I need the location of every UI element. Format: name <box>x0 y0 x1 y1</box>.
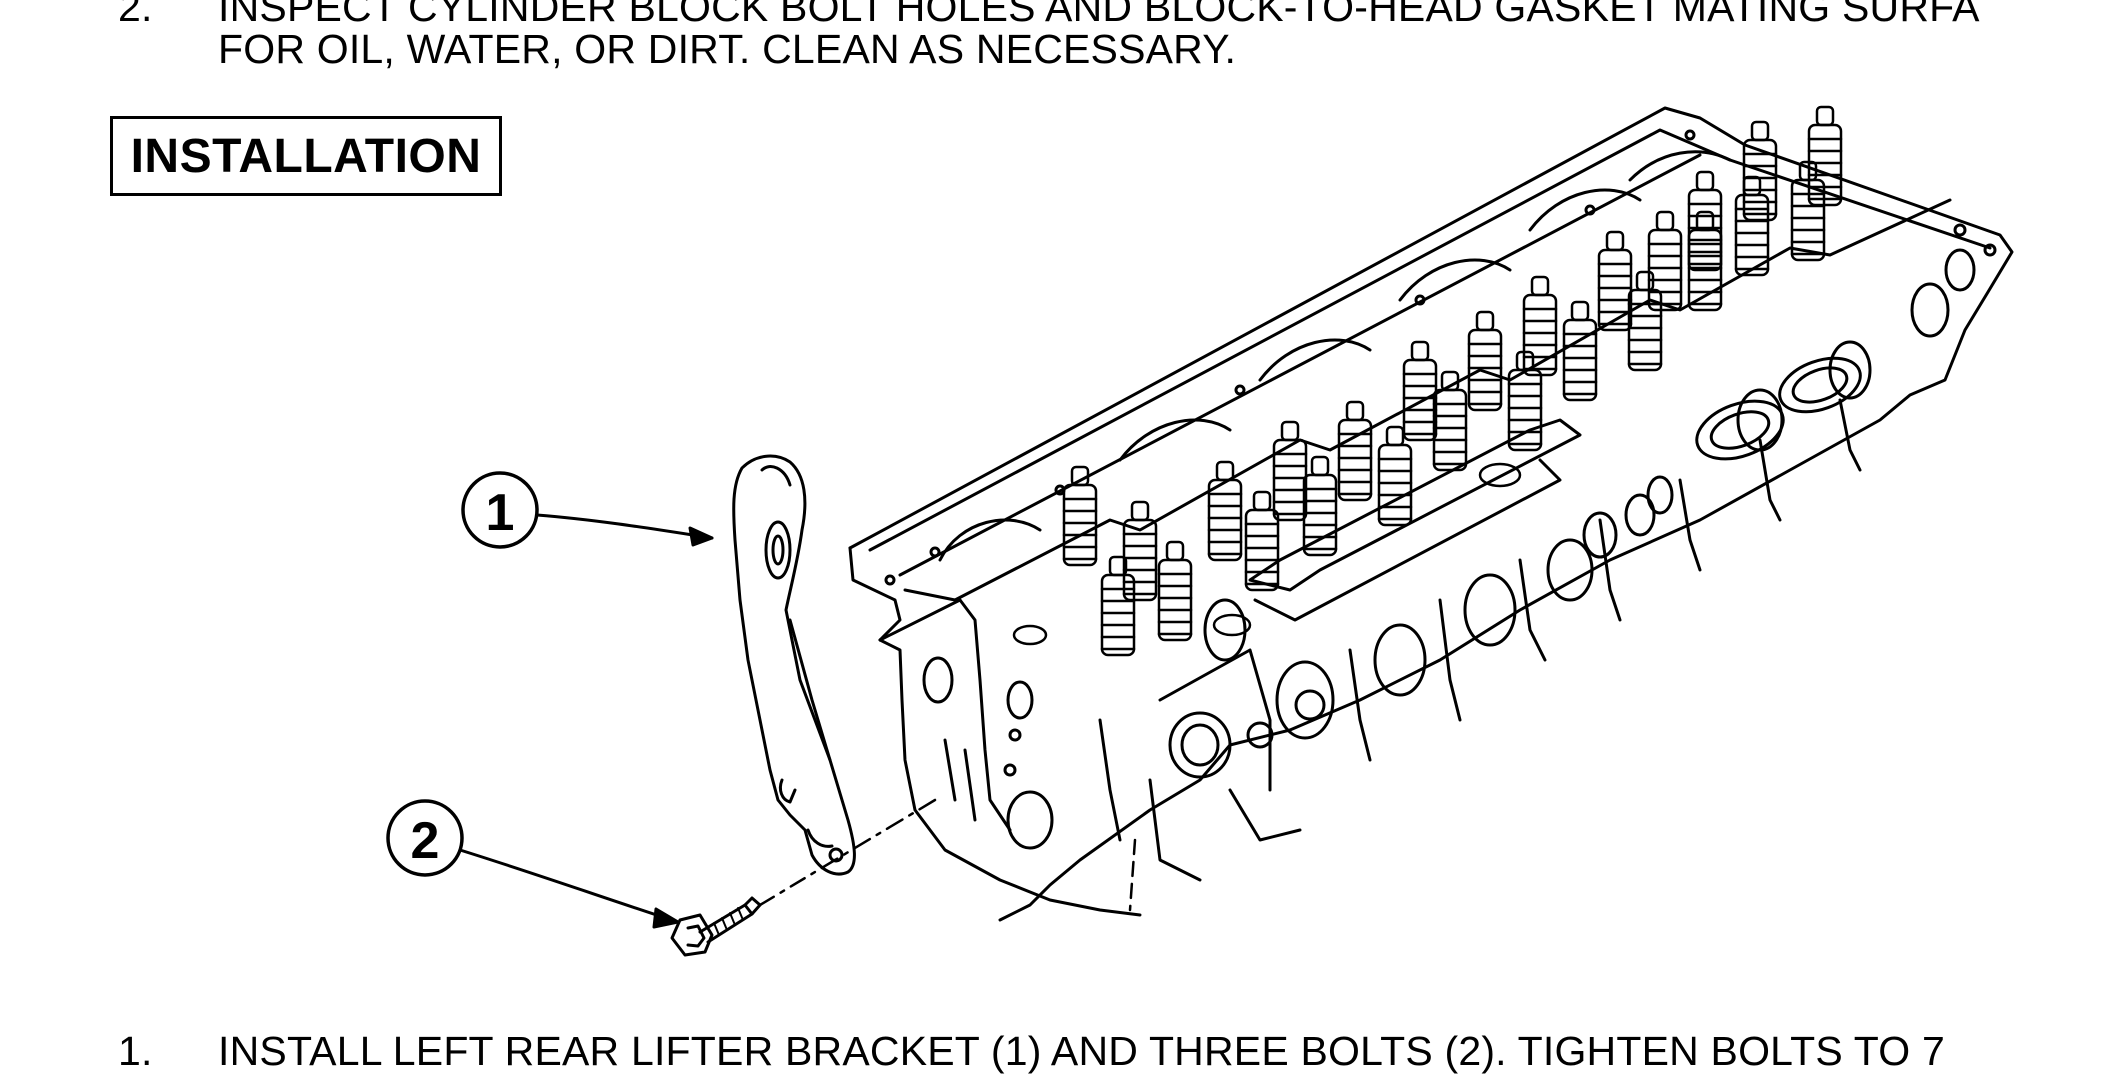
valve-springs <box>1012 105 1843 657</box>
callout-1 <box>461 471 714 549</box>
cylinder-head <box>833 106 2014 922</box>
bolt <box>670 858 837 957</box>
section-heading-installation: INSTALLATION <box>110 116 502 196</box>
callout-2-label: 2 <box>411 812 440 870</box>
next-step-number: 1. <box>118 1028 153 1074</box>
next-step-text: INSTALL LEFT REAR LIFTER BRACKET (1) AND… <box>218 1028 1945 1074</box>
callout-2 <box>386 799 680 929</box>
prev-step-number: 2. <box>118 0 153 30</box>
lifter-bracket <box>732 454 856 876</box>
prev-step-line-1: INSPECT CYLINDER BLOCK BOLT HOLES AND BL… <box>218 0 1980 30</box>
prev-step-line-2: FOR OIL, WATER, OR DIRT. CLEAN AS NECESS… <box>218 26 1237 72</box>
callout-1-label: 1 <box>486 484 515 542</box>
